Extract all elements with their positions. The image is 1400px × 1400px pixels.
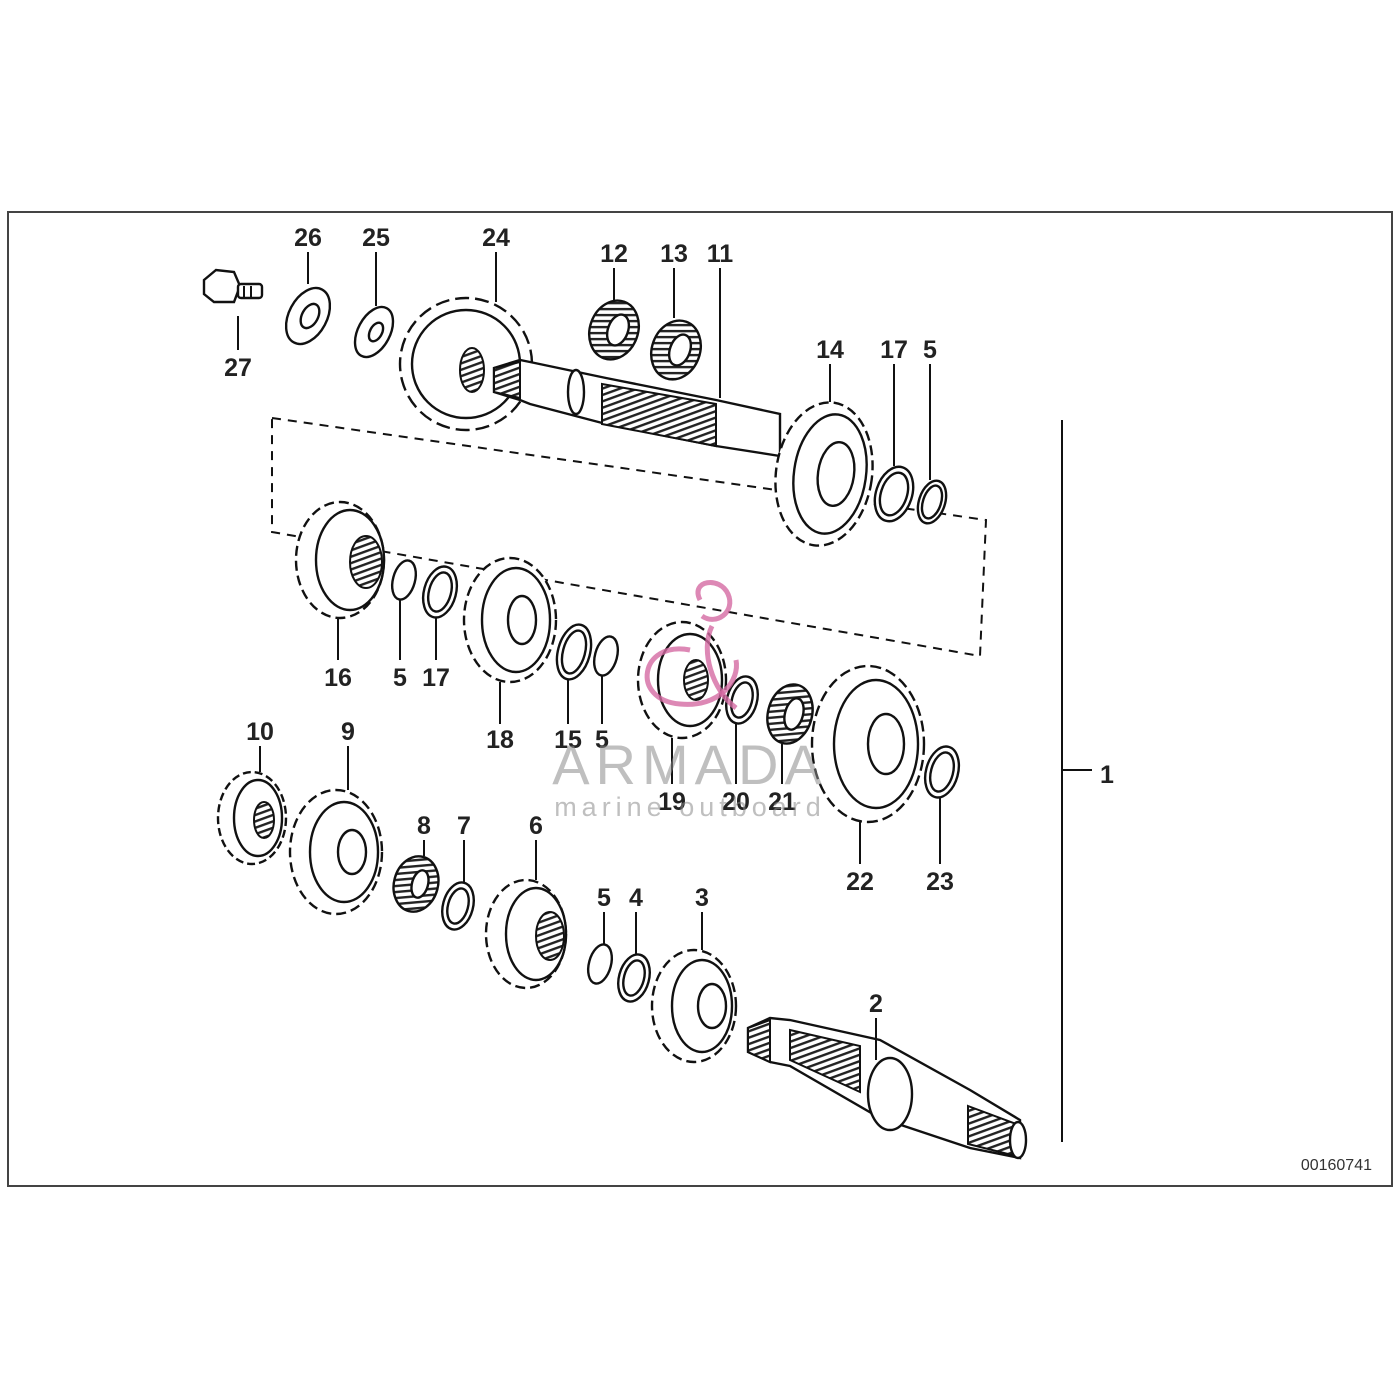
callout-18: 18 bbox=[486, 726, 514, 754]
ring-17-row2 bbox=[421, 565, 459, 619]
circlip-5-row2a bbox=[390, 559, 418, 601]
watermark-logo-icon bbox=[644, 580, 739, 710]
needle-bearing-12 bbox=[588, 299, 640, 361]
needle-bearing-8 bbox=[392, 855, 440, 913]
callout-8: 8 bbox=[417, 812, 431, 840]
bolt-27 bbox=[202, 268, 264, 304]
callout-3: 3 bbox=[695, 884, 709, 912]
diagram-reference-number: 00160741 bbox=[1301, 1157, 1372, 1174]
needle-bearing-21 bbox=[766, 683, 814, 745]
callout-5-upper: 5 bbox=[923, 336, 937, 364]
ring-23 bbox=[923, 745, 961, 799]
callout-20: 20 bbox=[722, 788, 750, 816]
gear-22 bbox=[810, 664, 926, 824]
callout-22: 22 bbox=[846, 868, 874, 896]
callout-19: 19 bbox=[658, 788, 686, 816]
callout-11: 11 bbox=[707, 240, 734, 268]
callout-25: 25 bbox=[362, 224, 390, 252]
gear-14 bbox=[774, 401, 874, 547]
watermark: ARMADA marine outboard bbox=[552, 580, 828, 822]
callout-16: 16 bbox=[324, 664, 352, 692]
circlip-5-upper bbox=[916, 479, 948, 525]
callout-17-upper: 17 bbox=[880, 336, 908, 364]
gear-3 bbox=[650, 948, 738, 1064]
ring-17-upper bbox=[873, 465, 915, 523]
callout-5-row3: 5 bbox=[597, 884, 611, 912]
callout-21: 21 bbox=[768, 788, 796, 816]
ring-15 bbox=[555, 623, 593, 681]
callout-2: 2 bbox=[869, 990, 883, 1018]
callout-17-row2: 17 bbox=[422, 664, 450, 692]
input-shaft-2 bbox=[746, 1016, 1028, 1160]
gear-9 bbox=[288, 788, 384, 916]
callout-24: 24 bbox=[482, 224, 510, 252]
callout-5-row2a: 5 bbox=[393, 664, 407, 692]
diagram-frame bbox=[7, 211, 1393, 1187]
callout-27: 27 bbox=[224, 354, 252, 382]
gear-10 bbox=[216, 770, 288, 866]
gear-6 bbox=[484, 878, 568, 990]
washer-26 bbox=[284, 286, 332, 346]
washer-25 bbox=[353, 305, 395, 359]
assembly-bracket bbox=[1061, 420, 1092, 1142]
callout-15: 15 bbox=[554, 726, 582, 754]
output-shaft-11 bbox=[492, 358, 782, 458]
callout-5-row2b: 5 bbox=[595, 726, 609, 754]
alignment-dash-box bbox=[271, 417, 988, 658]
ring-20 bbox=[725, 675, 759, 725]
watermark-tagline: marine outboard bbox=[554, 792, 826, 822]
needle-bearing-13 bbox=[650, 319, 702, 381]
watermark-brand: ARMADA bbox=[552, 733, 828, 796]
circlip-5-row3 bbox=[586, 943, 614, 985]
callout-1: 1 bbox=[1100, 761, 1114, 789]
leader-lines bbox=[237, 252, 941, 1060]
ring-4 bbox=[617, 953, 651, 1003]
callout-7: 7 bbox=[457, 812, 471, 840]
gear-18 bbox=[462, 556, 558, 684]
callout-4: 4 bbox=[629, 884, 643, 912]
callout-13: 13 bbox=[660, 240, 688, 268]
callout-12: 12 bbox=[600, 240, 628, 268]
callout-10: 10 bbox=[246, 718, 274, 746]
callout-14: 14 bbox=[816, 336, 844, 364]
gear-16 bbox=[294, 500, 386, 620]
callout-23: 23 bbox=[926, 868, 954, 896]
circlip-5-row2b bbox=[592, 635, 620, 677]
ring-7 bbox=[441, 881, 475, 931]
callout-26: 26 bbox=[294, 224, 322, 252]
callout-9: 9 bbox=[341, 718, 355, 746]
callout-6: 6 bbox=[529, 812, 543, 840]
